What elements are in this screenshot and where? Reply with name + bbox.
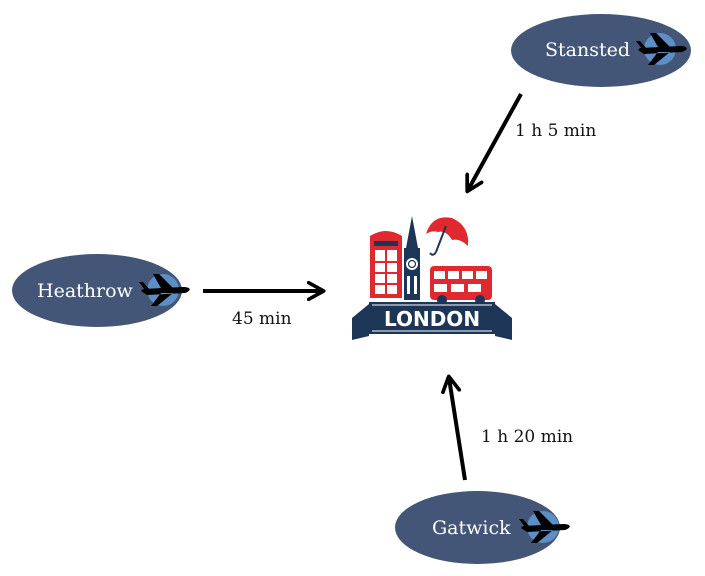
gatwick-route-arrow [449, 378, 467, 481]
double-decker-bus-icon [430, 266, 492, 305]
london-label: LONDON [384, 307, 480, 331]
stansted-duration: 1 h 5 min [515, 121, 597, 141]
london-banner: LONDON [352, 302, 512, 340]
gatwick-duration: 1 h 20 min [481, 427, 574, 447]
gatwick-label: Gatwick [432, 517, 511, 539]
heathrow-label: Heathrow [37, 280, 133, 302]
stansted-route-arrow [468, 93, 523, 190]
umbrella-icon [426, 217, 469, 256]
phone-box-icon [370, 231, 402, 298]
big-ben-icon [404, 216, 420, 300]
stansted-label: Stansted [545, 39, 631, 61]
heathrow-duration: 45 min [232, 309, 292, 329]
